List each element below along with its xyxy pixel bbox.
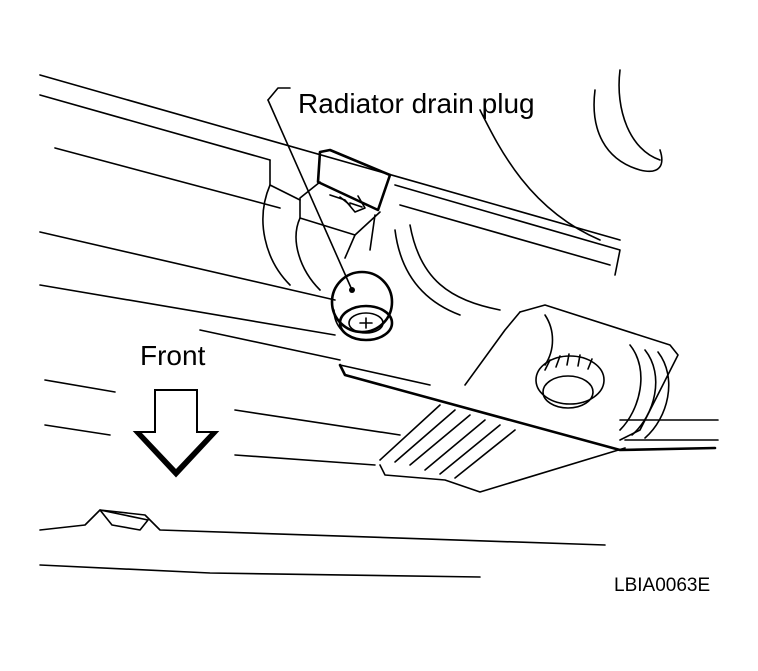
label-front: Front	[140, 340, 206, 371]
radiator-lower-edges	[39, 231, 626, 493]
radiator-drain-plug	[330, 270, 394, 342]
upper-tank-curves	[479, 69, 663, 241]
drain-plug-leader	[267, 87, 355, 293]
figure-code: LBIA0063E	[614, 575, 711, 596]
grommet	[535, 353, 605, 409]
mounting-bracket	[338, 304, 719, 452]
drain-plug-housing	[262, 148, 501, 316]
radiator-upper-edges	[39, 74, 621, 276]
label-radiator-drain-plug: Radiator drain plug	[298, 88, 535, 119]
front-arrow-icon	[132, 389, 220, 478]
lower-bumper-contour	[39, 509, 606, 578]
